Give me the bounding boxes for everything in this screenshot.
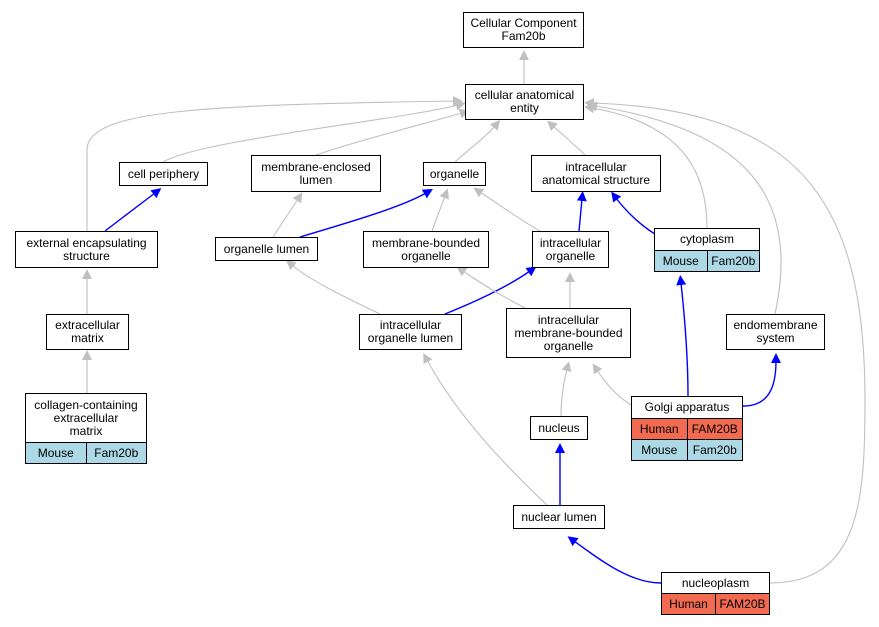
node-nuclear-lumen[interactable]: nuclear lumen [513, 505, 605, 529]
node-label: collagen-containing extracellular matrix [34, 397, 138, 438]
species-cell: Mouse [662, 254, 699, 268]
node-organelle[interactable]: organelle [423, 162, 486, 186]
edge-is-a-golgi-to-imbo [592, 363, 632, 406]
node-label: intracellular membrane-bounded organelle [514, 312, 623, 353]
node-label: cytoplasm [679, 232, 735, 246]
node-imbo[interactable]: intracellular membrane-bounded organelle [506, 308, 631, 358]
edge-part-of-nucleoplasm-to-nuclear_lumen [567, 536, 662, 584]
gene-cell: Fam20b [686, 440, 743, 460]
species-cell: Human [639, 422, 679, 436]
species-cell: Mouse [641, 443, 678, 457]
node-label: intracellular organelle [539, 235, 602, 263]
node-label: organelle [429, 166, 480, 181]
edge-is-a-nuclear_lumen-to-iol [423, 352, 548, 506]
edge-is-a-cell_periphery-to-cae [162, 100, 466, 163]
edges-layer [82, 50, 866, 584]
node-label: membrane-bounded organelle [371, 235, 481, 263]
edge-part-of-iol-to-intra_org [444, 266, 537, 315]
edge-part-of-organelle_lumen-to-organelle [299, 189, 433, 238]
edge-is-a-imbo-to-mbo [456, 266, 526, 309]
edge-is-a-organelle_lumen-to-membrane_enclosed_lumen [272, 192, 303, 238]
edge-is-a-organelle-to-cae [454, 119, 501, 163]
node-label: membrane-enclosed lumen [261, 159, 371, 187]
node-ext-encap[interactable]: external encapsulating structure [15, 231, 158, 268]
node-nucleus[interactable]: nucleus [530, 416, 588, 440]
edge-part-of-golgi-to-endomembrane [742, 353, 781, 407]
edge-is-a-ias-to-cae [547, 120, 586, 156]
annotation-row-mouse: Mouse Fam20b [632, 439, 742, 460]
node-intra-org[interactable]: intracellular organelle [532, 231, 609, 268]
species-cell: Mouse [37, 446, 74, 460]
edge-is-a-nucleus-to-imbo [560, 361, 572, 417]
node-iol[interactable]: intracellular organelle lumen [359, 314, 462, 350]
annotation-row-human: Human FAM20B [662, 593, 769, 614]
annotation-row-human: Human FAM20B [632, 418, 742, 439]
node-label: external encapsulating structure [26, 235, 147, 263]
annotation-row-mouse: Mouse Fam20b [655, 250, 759, 271]
node-label: Golgi apparatus [644, 400, 730, 414]
gene-cell: FAM20B [686, 419, 743, 439]
edge-part-of-ext_encap-to-cell_periphery [104, 188, 162, 232]
edge-part-of-golgi-to-cytoplasm [676, 275, 689, 397]
node-label: cellular anatomical entity [474, 88, 575, 115]
node-label: extracellular matrix [55, 318, 120, 345]
node-label: nuclear lumen [521, 509, 597, 524]
annotation-row-mouse: Mouse Fam20b [26, 442, 146, 463]
edge-is-a-mbo-to-organelle [431, 188, 449, 232]
edge-part-of-intra_org-to-ias [576, 191, 587, 232]
edge-is-a-endomembrane-to-cae [587, 101, 782, 315]
node-label: endomembrane system [733, 318, 818, 345]
node-label: intracellular anatomical structure [541, 159, 651, 187]
node-organelle-lumen[interactable]: organelle lumen [215, 237, 318, 261]
edge-is-a-ext_encap-to-cae [86, 96, 463, 231]
node-mbo[interactable]: membrane-bounded organelle [363, 231, 489, 268]
node-label: Cellular Component Fam20b [470, 16, 577, 43]
gene-cell: Fam20b [706, 251, 760, 271]
node-label: intracellular organelle lumen [367, 318, 454, 345]
edge-is-a-iol-to-organelle_lumen [285, 259, 381, 315]
node-collagen[interactable]: collagen-containing extracellular matrix… [25, 393, 147, 464]
node-cell-periphery[interactable]: cell periphery [119, 162, 208, 186]
edge-part-of-cytoplasm-to-ias [611, 191, 656, 235]
edge-is-a-cytoplasm-to-cae [584, 103, 708, 229]
edge-is-a-membrane_enclosed_lumen-to-cae [315, 108, 470, 156]
node-cc-root[interactable]: Cellular Component Fam20b [463, 12, 584, 48]
node-cae[interactable]: cellular anatomical entity [465, 84, 584, 120]
species-cell: Human [669, 597, 708, 611]
node-label: nucleoplasm [681, 575, 750, 590]
node-ias[interactable]: intracellular anatomical structure [531, 155, 661, 192]
gene-cell: FAM20B [715, 594, 769, 614]
gene-cell: Fam20b [85, 443, 147, 463]
edge-is-a-intra_org-to-organelle [473, 187, 541, 232]
node-membrane-enclosed-lumen[interactable]: membrane-enclosed lumen [251, 155, 381, 192]
node-label: cell periphery [127, 166, 200, 181]
node-endomembrane[interactable]: endomembrane system [726, 314, 825, 350]
node-label: nucleus [538, 420, 580, 435]
node-ecm[interactable]: extracellular matrix [46, 314, 129, 350]
node-label: organelle lumen [223, 241, 310, 256]
edge-is-a-nucleoplasm-to-cae [584, 98, 866, 584]
